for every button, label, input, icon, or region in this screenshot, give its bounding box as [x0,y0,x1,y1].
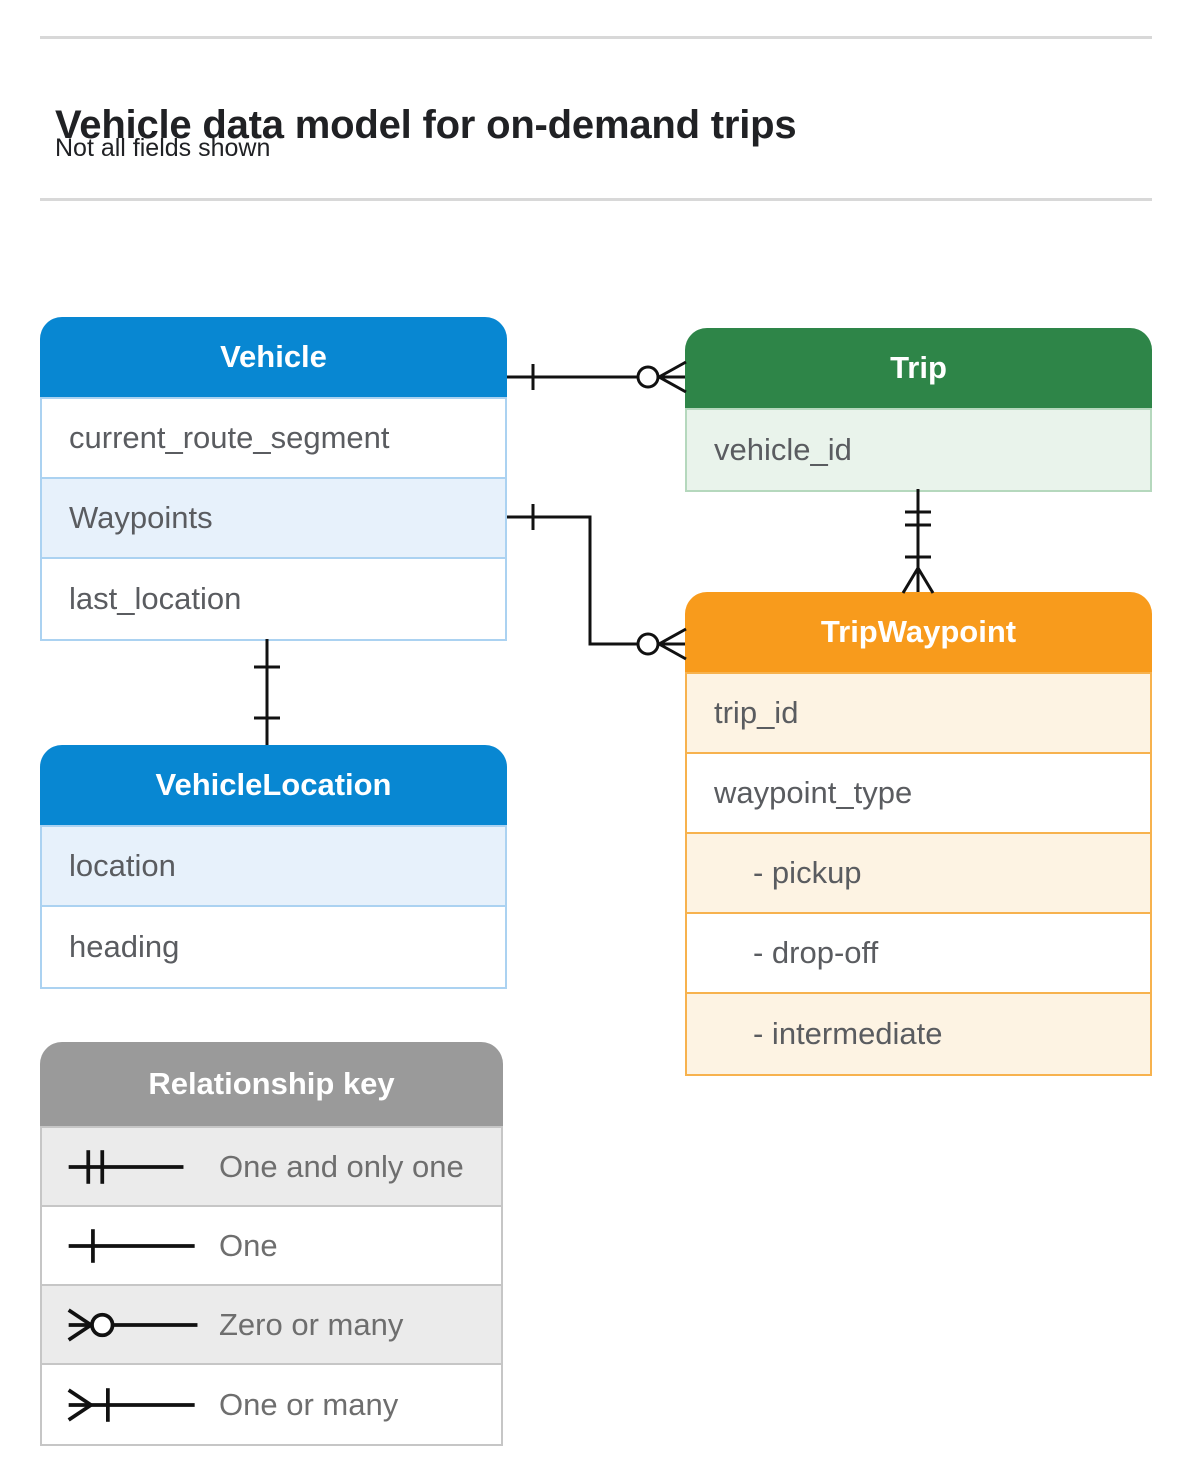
page-subtitle: Not all fields shown [55,134,271,162]
entity-vehicle-body: current_route_segment Waypoints last_loc… [40,397,507,641]
entity-vehicle-location-body: location heading [40,825,507,989]
legend-item-zero-or-many: Zero or many [42,1286,501,1365]
field-waypoints: Waypoints [42,479,505,559]
legend-label: One or many [219,1386,399,1422]
legend-label: One and only one [219,1148,464,1184]
entity-trip-header: Trip [685,328,1152,408]
legend-label: Zero or many [219,1306,404,1342]
entity-vehicle-location: VehicleLocation location heading [40,745,507,989]
entity-vehicle: Vehicle current_route_segment Waypoints … [40,317,507,641]
enum-pickup: - pickup [687,834,1150,914]
top-divider [40,36,1152,39]
field-vehicle-id: vehicle_id [687,410,1150,490]
one-icon [68,1228,195,1263]
connector-vehicle-vehiclelocation [254,639,280,745]
zero-or-many-icon [67,1308,198,1341]
connector-waypoints-tripwaypoint [507,504,687,661]
enum-drop-off: - drop-off [687,914,1150,994]
field-trip-id: trip_id [687,674,1150,754]
legend-item-one: One [42,1207,501,1286]
page-title: Vehicle data model for on-demand trips [55,102,797,147]
relationship-key: Relationship key One and only one One [40,1042,503,1446]
legend-label: One [219,1227,278,1263]
relationship-key-body: One and only one One Zero o [40,1126,503,1446]
title-divider [40,198,1152,201]
entity-vehicle-header: Vehicle [40,317,507,397]
relationship-key-header: Relationship key [40,1042,503,1126]
field-current-route-segment: current_route_segment [42,399,505,479]
field-waypoint-type: waypoint_type [687,754,1150,834]
enum-intermediate: - intermediate [687,994,1150,1074]
field-heading: heading [42,907,505,987]
field-location: location [42,827,505,907]
connector-trip-tripwaypoint [901,489,935,594]
field-last-location: last_location [42,559,505,639]
entity-trip-waypoint: TripWaypoint trip_id waypoint_type - pic… [685,592,1152,1076]
one-or-many-icon [67,1387,195,1422]
legend-item-one-and-only-one: One and only one [42,1128,501,1207]
entity-trip-waypoint-header: TripWaypoint [685,592,1152,672]
entity-trip-waypoint-body: trip_id waypoint_type - pickup - drop-of… [685,672,1152,1076]
entity-trip-body: vehicle_id [685,408,1152,492]
entity-trip: Trip vehicle_id [685,328,1152,492]
one-and-only-one-icon [68,1149,184,1184]
connector-vehicle-trip [507,360,687,394]
legend-item-one-or-many: One or many [42,1365,501,1444]
entity-vehicle-location-header: VehicleLocation [40,745,507,825]
